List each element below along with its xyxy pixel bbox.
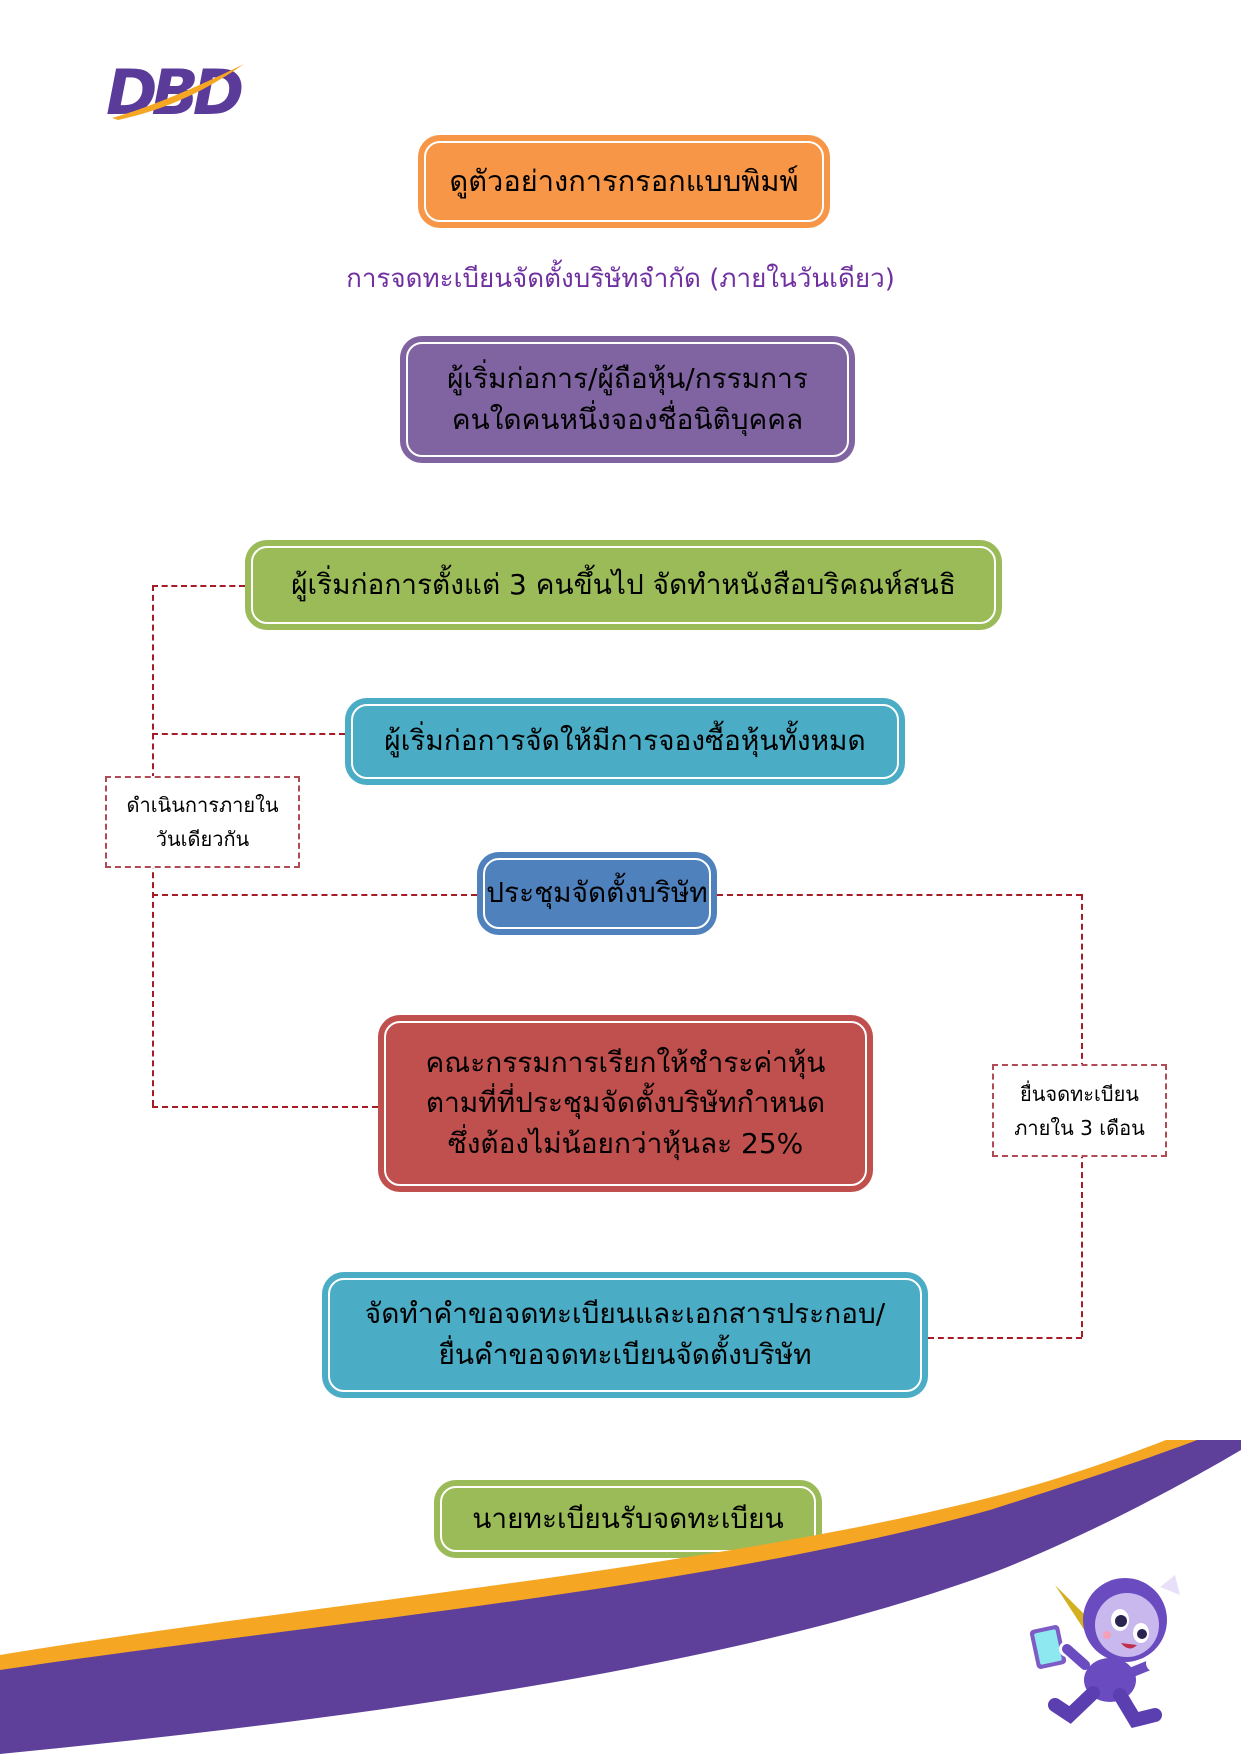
step-line: คณะกรรมการเรียกให้ชำระค่าหุ้น (425, 1045, 826, 1079)
step-line: ตามที่ที่ประชุมจัดตั้งบริษัทกำหนด (425, 1086, 826, 1120)
connector-to-step3 (152, 733, 345, 735)
step-call-share-payment: คณะกรรมการเรียกให้ชำระค่าหุ้น ตามที่ที่ป… (378, 1015, 873, 1192)
step-line: คนใดคนหนึ่งจองชื่อนิติบุคคล (451, 402, 804, 436)
view-form-example-button[interactable]: ดูตัวอย่างการกรอกแบบพิมพ์ (418, 135, 830, 228)
connector-to-step5 (152, 1106, 378, 1108)
step-submit-registration: จัดทำคำขอจดทะเบียนและเอกสารประกอบ/ ยื่นค… (322, 1272, 928, 1398)
step-line: ผู้เริ่มก่อการตั้งแต่ 3 คนขึ้นไป จัดทำหน… (291, 567, 956, 601)
connector-to-step6 (928, 1337, 1082, 1339)
step-line: จัดทำคำขอจดทะเบียนและเอกสารประกอบ/ (364, 1297, 886, 1331)
note-same-day-line1: ดำเนินการภายใน (126, 793, 279, 817)
step-line: ผู้เริ่มก่อการ/ผู้ถือหุ้น/กรรมการ (447, 361, 808, 395)
note-same-day-line2: วันเดียวกัน (155, 827, 250, 851)
step-statutory-meeting: ประชุมจัดตั้งบริษัท (477, 852, 717, 935)
page-subtitle: การจดทะเบียนจัดตั้งบริษัทจำกัด (ภายในวัน… (346, 264, 895, 294)
connector-to-step4-left (152, 894, 477, 896)
note-within-3-months-line1: ยื่นจดทะเบียน (1020, 1081, 1139, 1106)
step-registrar-accepts: นายทะเบียนรับจดทะเบียน (434, 1480, 822, 1558)
dbd-logo: DBD (106, 58, 248, 122)
note-within-3-months: ยื่นจดทะเบียน ภายใน 3 เดือน (992, 1064, 1167, 1157)
view-form-example-label: ดูตัวอย่างการกรอกแบบพิมพ์ (449, 164, 799, 199)
step-line: ผู้เริ่มก่อการจัดให้มีการจองซื้อหุ้นทั้ง… (384, 724, 866, 758)
dbd-logo-text: DBD (106, 58, 242, 122)
step-line: ยื่นคำขอจดทะเบียนจัดตั้งบริษัท (438, 1338, 812, 1371)
connector-to-step2 (152, 585, 245, 587)
step-line: นายทะเบียนรับจดทะเบียน (472, 1501, 784, 1535)
purple-orange-swoosh (0, 1440, 1241, 1754)
step-share-subscription: ผู้เริ่มก่อการจัดให้มีการจองซื้อหุ้นทั้ง… (345, 698, 905, 785)
mascot-icon (1029, 1575, 1180, 1729)
step-line: ซึ่งต้องไม่น้อยกว่าหุ้นละ 25% (447, 1126, 804, 1160)
connector-from-step4-right (717, 894, 1082, 896)
note-same-day: ดำเนินการภายใน วันเดียวกัน (105, 776, 300, 868)
logo-swoosh-icon (112, 64, 244, 120)
swoosh-purple-band (0, 1440, 1241, 1754)
note-within-3-months-line2: ภายใน 3 เดือน (1014, 1115, 1145, 1140)
step-reserve-company-name: ผู้เริ่มก่อการ/ผู้ถือหุ้น/กรรมการ คนใดคน… (400, 336, 855, 463)
step-memorandum-of-association: ผู้เริ่มก่อการตั้งแต่ 3 คนขึ้นไป จัดทำหน… (245, 540, 1002, 630)
step-line: ประชุมจัดตั้งบริษัท (486, 876, 708, 910)
